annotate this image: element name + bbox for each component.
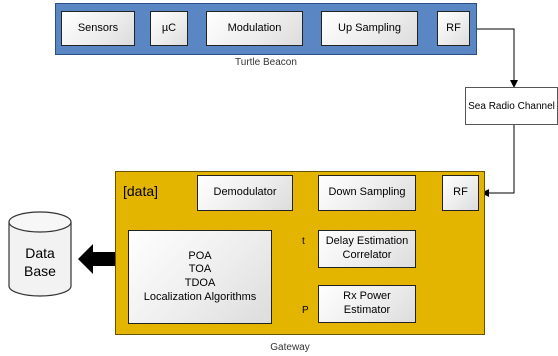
demodulator-block: Demodulator xyxy=(197,175,293,211)
loc-line-2: TOA xyxy=(188,263,212,276)
modulation-block: Modulation xyxy=(206,11,303,46)
loc-line-1: POA xyxy=(188,249,212,262)
gateway-caption: Gateway xyxy=(270,342,310,353)
data-output-label: [data] xyxy=(123,183,159,199)
upsampling-block: Up Sampling xyxy=(321,11,418,46)
rxpower-line-2: Estimator xyxy=(343,304,391,316)
sensors-block: Sensors xyxy=(61,11,135,46)
beacon-rf-block: RF xyxy=(437,11,470,46)
microcontroller-block: µC xyxy=(150,11,188,46)
turtle-beacon-caption: Turtle Beacon xyxy=(235,57,297,68)
arrow-rf-to-channel xyxy=(470,28,518,88)
sea-radio-channel-box: Sea Radio Channel xyxy=(465,87,558,125)
delay-line-2: Correlator xyxy=(342,249,392,261)
database-label: Data Base xyxy=(13,244,67,280)
arrow-to-database xyxy=(78,244,115,274)
loc-line-4: Localization Algorithms xyxy=(143,290,257,303)
arrow-channel-to-gateway-rf xyxy=(481,125,515,197)
delay-estimation-correlator-block: Delay Estimation Correlator xyxy=(318,230,416,268)
delay-line-1: Delay Estimation xyxy=(325,235,409,248)
rx-power-estimator-block: Rx Power Estimator xyxy=(318,285,416,323)
database-line-1: Data xyxy=(25,245,55,261)
rxpower-line-1: Rx Power xyxy=(343,290,391,303)
database-icon xyxy=(8,211,72,297)
downsampling-block: Down Sampling xyxy=(318,175,416,211)
localization-block: POA TOA TDOA Localization Algorithms xyxy=(128,230,272,324)
loc-line-3: TDOA xyxy=(184,277,216,289)
gateway-rf-block: RF xyxy=(442,175,479,211)
t-signal-label: t xyxy=(302,236,305,247)
p-signal-label: P xyxy=(302,305,309,316)
database-line-2: Base xyxy=(24,263,56,279)
